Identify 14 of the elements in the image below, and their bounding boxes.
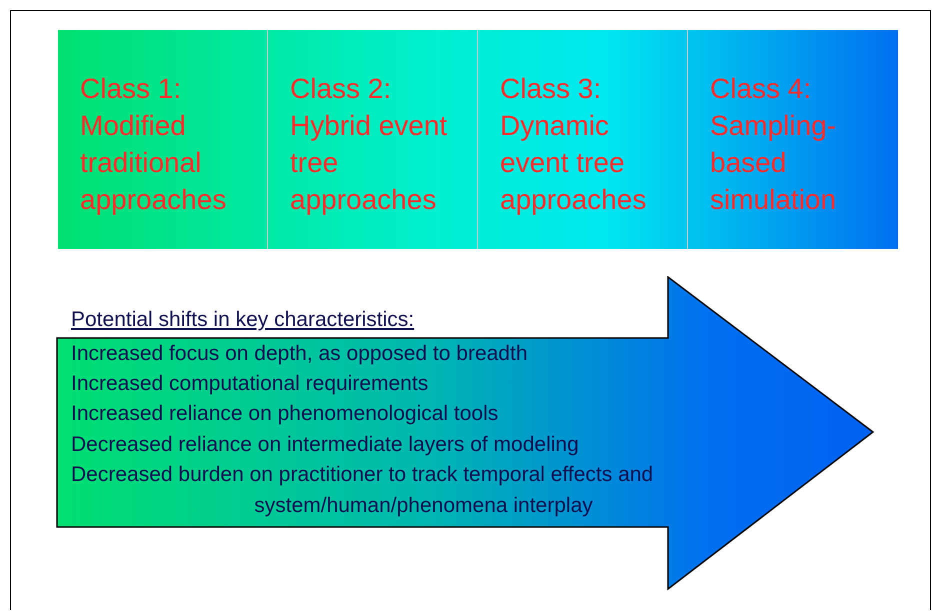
class-label: Class 4: Sampling-based simulation [710,72,838,217]
class-box [478,30,688,249]
characteristic-text: Increased computational requirements [71,372,428,396]
class-box [268,30,478,249]
characteristic-text: Increased reliance on phenomenological tools [71,402,498,426]
class-label: Class 1: Modified traditional approaches [80,72,228,217]
class-label: Class 2: Hybrid event tree approaches [290,72,448,217]
heading-text: Potential shifts in key characteristics: [71,308,414,332]
class-label: Class 3: Dynamic event tree approaches [500,72,648,217]
characteristic-text: Decreased reliance on intermediate layers of modeling [71,433,579,457]
class-box [58,30,268,249]
characteristic-text: Increased focus on depth, as opposed to breadth [71,342,528,366]
characteristic-text: Decreased burden on practitioner to track temporal effects and system/human/phenomena interplay [71,462,654,519]
class-box [688,30,898,249]
